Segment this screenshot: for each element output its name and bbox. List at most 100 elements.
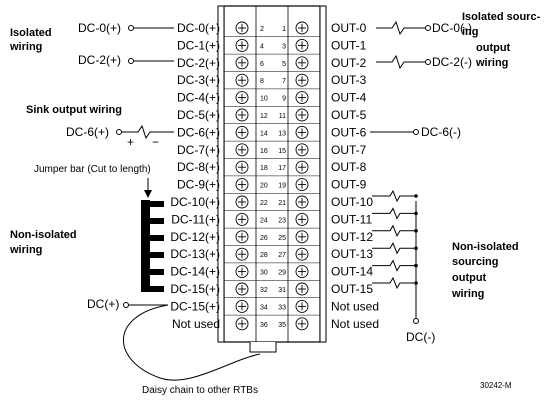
right-source-dc0: DC-0(-) — [432, 21, 472, 35]
left-terminal-label: Not used — [172, 317, 220, 331]
right-source-dc6: DC-6(-) — [421, 125, 461, 139]
left-terminal-label: DC-15(+) — [170, 299, 220, 313]
right-pin-number: 5 — [282, 61, 286, 68]
left-pin-number: 32 — [260, 287, 268, 294]
right-pin-number: 29 — [278, 270, 286, 277]
right-pin-number: 9 — [282, 96, 286, 103]
non-isolated-sourcing-label-3: output — [452, 272, 487, 284]
isolated-sourcing-label-3: output — [476, 42, 511, 54]
left-terminal-label: DC-5(+) — [177, 108, 220, 122]
right-terminal-label: OUT-10 — [331, 195, 373, 209]
junction-dot — [414, 281, 418, 285]
left-terminal-label: DC-4(+) — [177, 91, 220, 105]
left-terminal-label: DC-8(+) — [177, 160, 220, 174]
right-terminal-label: OUT-15 — [331, 282, 373, 296]
right-terminal-label: OUT-6 — [331, 125, 367, 139]
right-pin-number: 31 — [278, 287, 286, 294]
isolated-wiring-label: Isolated — [10, 27, 52, 39]
terminal-dot — [413, 318, 419, 324]
right-terminal-label: OUT-13 — [331, 247, 373, 261]
left-pin-number: 8 — [260, 78, 264, 85]
plus-sign: + — [127, 135, 134, 149]
left-terminal-label: DC-12(+) — [170, 230, 220, 244]
non-isolated-label-2: wiring — [9, 244, 42, 256]
right-terminal-label: OUT-9 — [331, 178, 367, 192]
non-isolated-sourcing-label-2: sourcing — [452, 256, 498, 268]
left-terminal-label: DC-13(+) — [170, 247, 220, 261]
isolated-sourcing-label-4: wiring — [475, 57, 508, 69]
left-source-dc6: DC-6(+) — [66, 125, 109, 139]
left-pin-number: 30 — [260, 270, 268, 277]
isolated-sourcing-label-2: ing — [462, 26, 479, 38]
left-pin-number: 10 — [260, 96, 268, 103]
right-terminal-label: OUT-5 — [331, 108, 367, 122]
junction-dot — [414, 194, 418, 198]
right-pin-number: 17 — [278, 165, 286, 172]
isolated-sourcing-wiring: DC-0(-) DC-2(-) Isolated sourc- ing outp… — [376, 11, 541, 70]
left-pin-number: 20 — [260, 183, 268, 190]
right-terminal-label: OUT-8 — [331, 160, 367, 174]
left-terminal-label: DC-1(+) — [177, 38, 220, 52]
sink-output-wiring: Sink output wiring DC-6(+) + − — [26, 104, 174, 149]
left-pin-number: 36 — [260, 322, 268, 329]
non-isolated-wiring-left: Non-isolated wiring DC(+) Daisy chain to… — [9, 229, 261, 396]
non-isolated-sourcing-wiring: DC(-) Non-isolated sourcing output wirin… — [372, 189, 519, 344]
jumper-bar-label: Jumper bar (Cut to length) — [34, 164, 151, 175]
left-pin-number: 18 — [260, 165, 268, 172]
left-terminal-label: DC-15(+) — [170, 282, 220, 296]
left-pin-number: 14 — [260, 130, 268, 137]
load-resistor — [372, 224, 416, 237]
junction-dot — [414, 211, 418, 216]
terminal-row: 36 35 Not used Not used — [172, 314, 379, 331]
left-terminal-label: DC-2(+) — [177, 56, 220, 70]
left-pin-number: 24 — [260, 217, 268, 224]
terminal-dot — [128, 25, 134, 31]
right-pin-number: 35 — [278, 322, 286, 329]
terminal-row: 32 31 DC-15(+) OUT-15 — [170, 280, 373, 296]
right-terminal-label: Not used — [331, 317, 379, 331]
non-isolated-sourcing-label: Non-isolated — [452, 241, 519, 253]
right-pin-number: 13 — [278, 130, 286, 137]
load-resistor — [372, 189, 416, 203]
non-isolated-label: Non-isolated — [10, 229, 77, 241]
right-pin-number: 15 — [278, 148, 286, 155]
left-terminal-label: DC-3(+) — [177, 73, 220, 87]
left-pin-number: 16 — [260, 148, 268, 155]
load-resistor — [372, 242, 416, 255]
junction-dot — [414, 229, 418, 233]
left-pin-number: 34 — [260, 304, 268, 311]
non-isolated-sourcing-label-4: wiring — [451, 288, 484, 300]
right-terminal-label: OUT-12 — [331, 230, 373, 244]
left-pin-number: 12 — [260, 113, 268, 120]
junction-dot — [414, 246, 418, 250]
left-terminal-label: DC-7(+) — [177, 143, 220, 157]
terminal-dot — [123, 302, 129, 308]
right-pin-number: 21 — [278, 200, 286, 207]
minus-sign: − — [152, 135, 159, 149]
dc6-sourcing-wiring: DC-6(-) — [370, 125, 461, 139]
left-pin-number: 28 — [260, 252, 268, 259]
left-terminal-label: DC-6(+) — [177, 125, 220, 139]
daisy-chain-label: Daisy chain to other RTBs — [142, 385, 258, 396]
right-pin-number: 25 — [278, 235, 286, 242]
right-pin-number: 11 — [279, 113, 286, 120]
left-pin-number: 4 — [260, 43, 264, 50]
left-terminal-label: DC-10(+) — [170, 195, 220, 209]
terminal-row: 12 11 DC-5(+) OUT-5 — [177, 106, 367, 122]
right-pin-number: 33 — [278, 304, 286, 311]
terminal-dot — [116, 129, 122, 135]
terminal-dot — [425, 59, 431, 65]
